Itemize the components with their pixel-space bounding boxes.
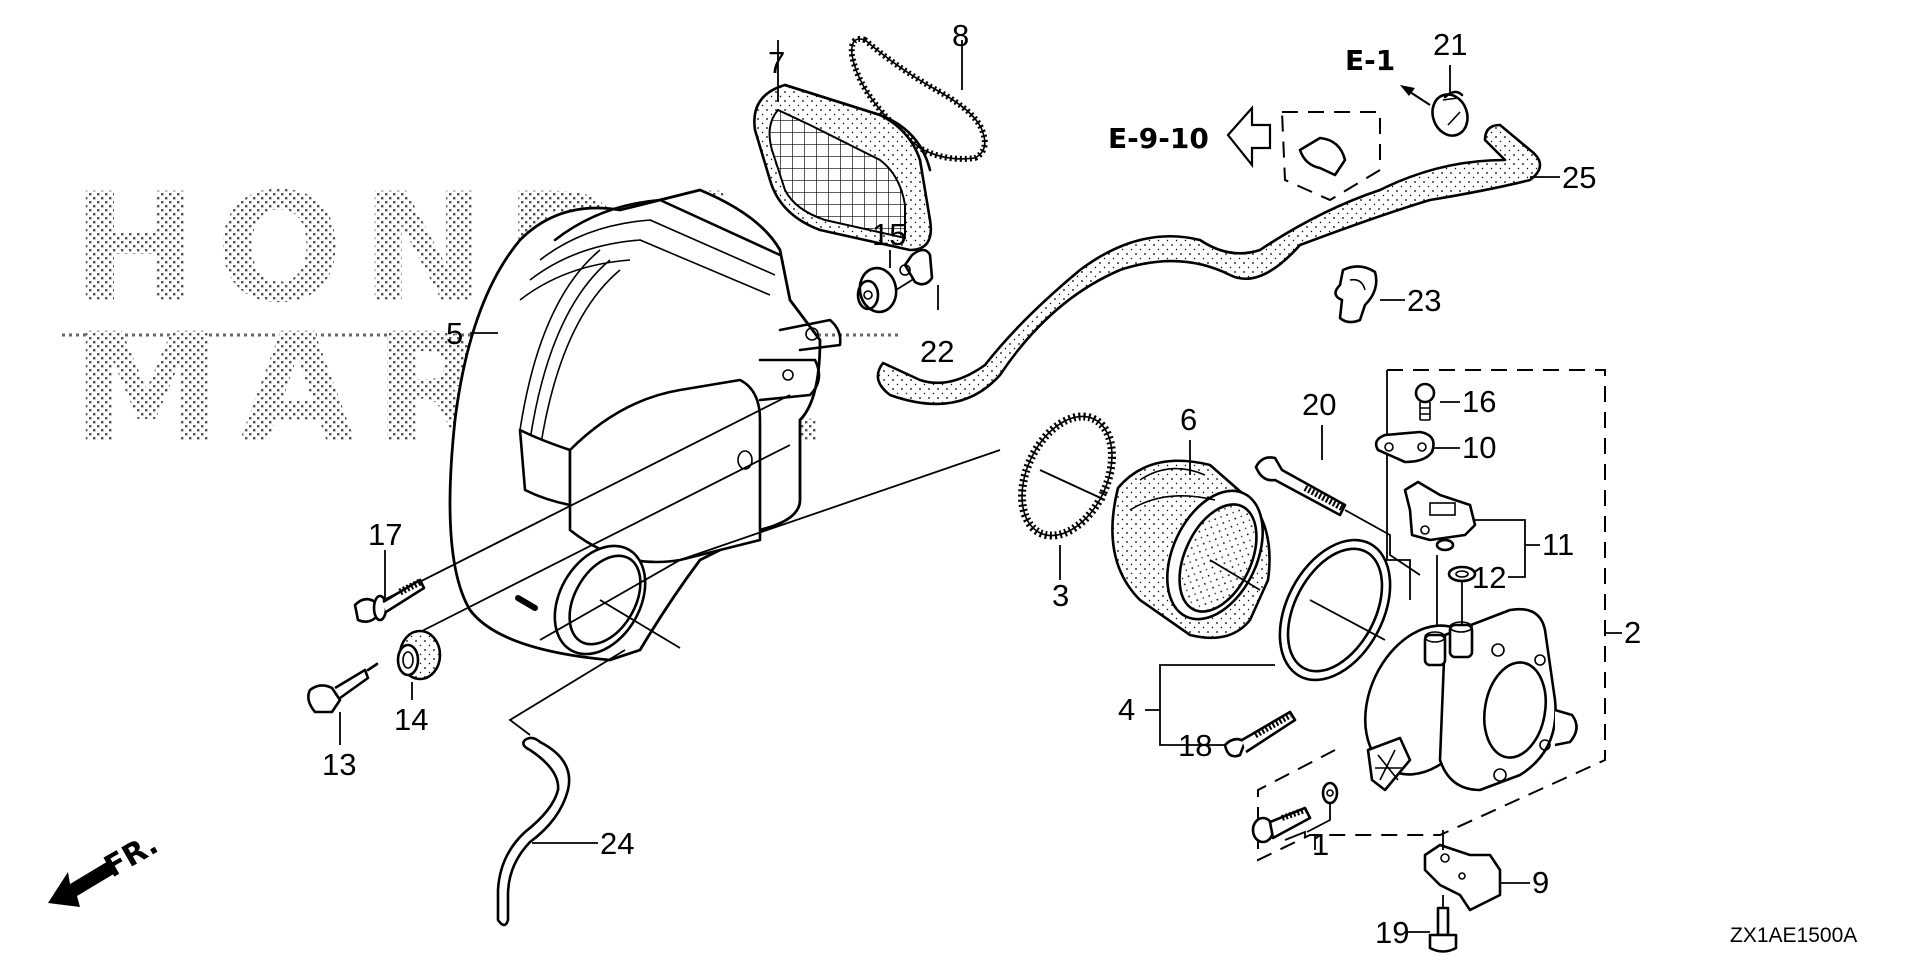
callout-15[interactable]: 15 — [872, 217, 906, 252]
part-5-air-cleaner-case[interactable] — [448, 188, 842, 670]
part-7-air-cleaner-element[interactable] — [753, 83, 933, 252]
callout-18[interactable]: 18 — [1178, 728, 1212, 763]
front-arrow-icon — [48, 860, 117, 907]
part-17-flange-bolt[interactable] — [353, 578, 426, 623]
part-10-plate[interactable] — [1374, 430, 1435, 464]
part-21-hose-clip[interactable] — [1427, 89, 1473, 140]
callout-3[interactable]: 3 — [1052, 578, 1069, 613]
callout-6[interactable]: 6 — [1180, 402, 1197, 437]
part-4-clamp-set[interactable] — [1257, 521, 1412, 699]
callout-16[interactable]: 16 — [1462, 384, 1496, 419]
callout-17[interactable]: 17 — [368, 517, 402, 552]
callout-9[interactable]: 9 — [1532, 865, 1549, 900]
callout-2[interactable]: 2 — [1624, 615, 1641, 650]
callout-24[interactable]: 24 — [600, 826, 634, 861]
callout-7[interactable]: 7 — [768, 45, 785, 80]
arrow-icon — [1400, 85, 1431, 106]
reference-e910-label[interactable]: E-9-10 — [1108, 122, 1209, 155]
callout-12[interactable]: 12 — [1472, 560, 1506, 595]
part-12-o-ring[interactable] — [1447, 565, 1477, 583]
callout-14[interactable]: 14 — [394, 702, 428, 737]
part-2-throttle-body-assembly[interactable] — [1342, 606, 1578, 794]
part-22-collar[interactable] — [899, 248, 934, 286]
part-3-clamp-band[interactable] — [1004, 402, 1130, 550]
part-19-flange-bolt[interactable] — [1428, 906, 1458, 953]
part-24-drain-tube[interactable] — [496, 736, 571, 927]
callout-1[interactable]: 1 — [1312, 827, 1329, 862]
callout-5[interactable]: 5 — [446, 316, 463, 351]
part-1-screw-washer-set[interactable] — [1251, 781, 1339, 844]
part-14-mounting-rubber[interactable] — [396, 629, 442, 681]
part-6-intake-tube[interactable] — [1111, 459, 1281, 640]
callout-20[interactable]: 20 — [1302, 387, 1336, 422]
part-8-case-seal[interactable] — [848, 36, 988, 162]
front-direction-indicator: FR. — [48, 827, 164, 907]
part-18-flange-bolt[interactable] — [1223, 710, 1297, 758]
part-16-screw[interactable] — [1414, 382, 1436, 421]
callout-10[interactable]: 10 — [1462, 430, 1496, 465]
callout-25[interactable]: 25 — [1562, 160, 1596, 195]
callout-8[interactable]: 8 — [952, 18, 969, 53]
part-23-hose-clamp[interactable] — [1334, 265, 1378, 324]
callout-22[interactable]: 22 — [920, 334, 954, 369]
part-13-grommet-pin[interactable] — [307, 662, 379, 714]
reference-e1-label[interactable]: E-1 — [1345, 44, 1395, 77]
callout-4[interactable]: 4 — [1118, 692, 1135, 727]
diagram-code: ZX1AE1500A — [1730, 924, 1857, 947]
part-25-breather-hose[interactable] — [876, 123, 1542, 406]
callout-13[interactable]: 13 — [322, 747, 356, 782]
part-9-stay-bracket[interactable] — [1423, 843, 1502, 912]
callout-19[interactable]: 19 — [1375, 915, 1409, 950]
callout-23[interactable]: 23 — [1407, 283, 1441, 318]
callout-11[interactable]: 11 — [1542, 527, 1574, 562]
hollow-arrow-left-icon — [1226, 105, 1272, 169]
callouts: 1 2 3 4 5 6 7 8 9 10 11 12 13 14 15 16 1… — [322, 18, 1641, 950]
part-20-flange-bolt-long[interactable] — [1254, 456, 1347, 517]
part-15-mounting-rubber[interactable] — [856, 265, 899, 315]
reference-e910[interactable]: E-9-10 — [1108, 105, 1381, 202]
callout-21[interactable]: 21 — [1433, 27, 1467, 62]
reference-e1[interactable]: E-1 — [1345, 44, 1431, 106]
part-11-sensor-assembly[interactable] — [1403, 480, 1477, 552]
